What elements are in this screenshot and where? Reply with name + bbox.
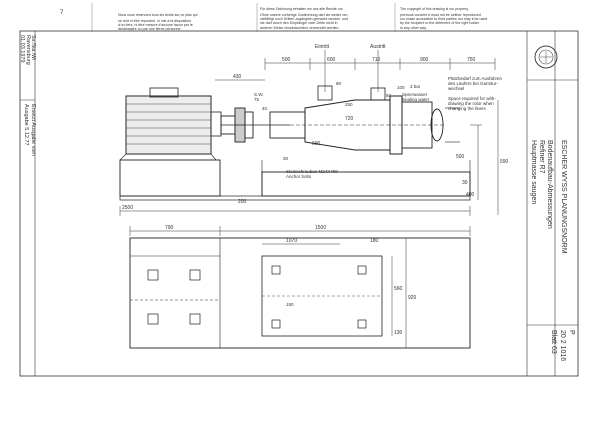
issue-note: Ausgabe 5.12.77 bbox=[23, 104, 29, 146]
copyright-note-de: Ohne unsere vorherige Zustimmung darf si… bbox=[260, 13, 349, 30]
label-50: 50 bbox=[386, 93, 392, 98]
dim-130: 130 bbox=[394, 330, 403, 336]
dim-2500: 2500 bbox=[122, 205, 133, 211]
date-text: 01.03.1979 bbox=[19, 35, 25, 63]
initials-text: Sa /Sta /Wi bbox=[30, 35, 36, 60]
sheet-number: Blatt 63 bbox=[550, 330, 557, 354]
svg-text:Nous nous reservons tous les d: Nous nous reservons tous les droits sur … bbox=[118, 13, 198, 17]
label-sealing-de: Sperrwasser bbox=[402, 92, 428, 97]
anchor-pocket bbox=[189, 269, 201, 281]
label-100: 100 bbox=[397, 85, 405, 90]
anchor-pocket bbox=[147, 313, 159, 325]
dim-top-4: 900 bbox=[420, 57, 429, 63]
dim-30: 30 bbox=[462, 180, 468, 186]
label-sw-size: 75 bbox=[254, 97, 260, 102]
label-80: 80 bbox=[336, 81, 342, 86]
company-logo bbox=[534, 45, 558, 69]
dim-top-5: 750 bbox=[467, 57, 476, 63]
type-text: Refiner R7 bbox=[538, 140, 545, 174]
label-40: 40 bbox=[262, 106, 268, 111]
label-space-de-1: Platzbedarf zum Ausfahren bbox=[448, 76, 503, 81]
replaces-note: Ersetzt Ausgabe vom bbox=[30, 104, 36, 156]
dim-400: 400 bbox=[466, 192, 475, 198]
label-150: 150 bbox=[286, 302, 294, 307]
label-250: 250 bbox=[345, 102, 353, 107]
copyright-note-fr: ne doit ni être reproduit, ni mis à la d… bbox=[118, 19, 193, 32]
label-space-en-3: changing the liners bbox=[448, 106, 487, 111]
subject-text: Bodenaufbau-Abmessungen bbox=[546, 140, 553, 229]
dim-430: 430 bbox=[233, 74, 242, 80]
dim-1070: 1070 bbox=[286, 238, 297, 244]
place-text: Ravensburg bbox=[25, 35, 31, 65]
motor bbox=[119, 87, 222, 161]
dim-top-1: 500 bbox=[282, 57, 291, 63]
dim-790: 790 bbox=[165, 225, 174, 231]
drawing-number: 20 2 1016 bbox=[559, 330, 566, 361]
label-anchor-1: Steinschrauben M24X400 bbox=[286, 169, 338, 174]
label-space-de-3: wechsel bbox=[448, 86, 464, 91]
dim-180: 180 bbox=[370, 238, 379, 244]
dim-560: 560 bbox=[394, 286, 403, 292]
label-space-de-2: des Läufers bei Garnitur- bbox=[448, 81, 498, 86]
base-frame bbox=[119, 159, 471, 201]
dim-790: 720 bbox=[345, 116, 354, 122]
inlet-label: Eintritt bbox=[315, 44, 330, 50]
dim-590: 590 bbox=[500, 159, 509, 165]
outlet-label: Austritt bbox=[370, 44, 386, 50]
coupling bbox=[220, 107, 290, 143]
drawing-frame bbox=[19, 30, 579, 377]
label-sw: S.W. bbox=[254, 92, 264, 97]
dim-690: 690 bbox=[312, 141, 321, 147]
dim-top-3: 710 bbox=[372, 57, 381, 63]
letter-text: P bbox=[568, 330, 575, 335]
company-name: ESCHER WYSS PLANUNGSNORM bbox=[560, 140, 567, 254]
svg-text:The copyright of this drawing: The copyright of this drawing is our pro… bbox=[400, 7, 469, 11]
dim-500: 500 bbox=[456, 154, 465, 160]
label-30: 30 bbox=[283, 156, 289, 161]
svg-text:Für diese Zeichnung behalten w: Für diese Zeichnung behalten wir uns all… bbox=[260, 7, 344, 11]
refiner-body bbox=[269, 85, 460, 155]
dim-920: 920 bbox=[408, 295, 417, 301]
dim-200: 200 bbox=[238, 199, 247, 205]
label-sealing-en: Sealing water bbox=[402, 97, 430, 102]
copyright-note-en: previous consent it must not be neither … bbox=[400, 13, 488, 30]
anchor-pocket bbox=[271, 265, 281, 275]
label-3bar: 3 bar bbox=[410, 84, 421, 89]
label-space-en-2: drawing the rotor when bbox=[448, 101, 494, 106]
anchor-pocket bbox=[357, 265, 367, 275]
variant-text: Hauptmasse saugen bbox=[530, 140, 537, 204]
dim-1500: 1500 bbox=[315, 225, 326, 231]
label-space-en-1: Space required for with- bbox=[448, 96, 496, 101]
top-mark: 7 bbox=[60, 10, 64, 16]
anchor-pocket bbox=[189, 313, 201, 325]
label-anchor-2: Anchor bolts bbox=[286, 174, 312, 179]
anchor-pocket bbox=[271, 319, 281, 329]
plan-view bbox=[129, 237, 471, 349]
dim-top-2: 600 bbox=[327, 57, 336, 63]
anchor-pocket bbox=[357, 319, 367, 329]
anchor-pocket bbox=[147, 269, 159, 281]
